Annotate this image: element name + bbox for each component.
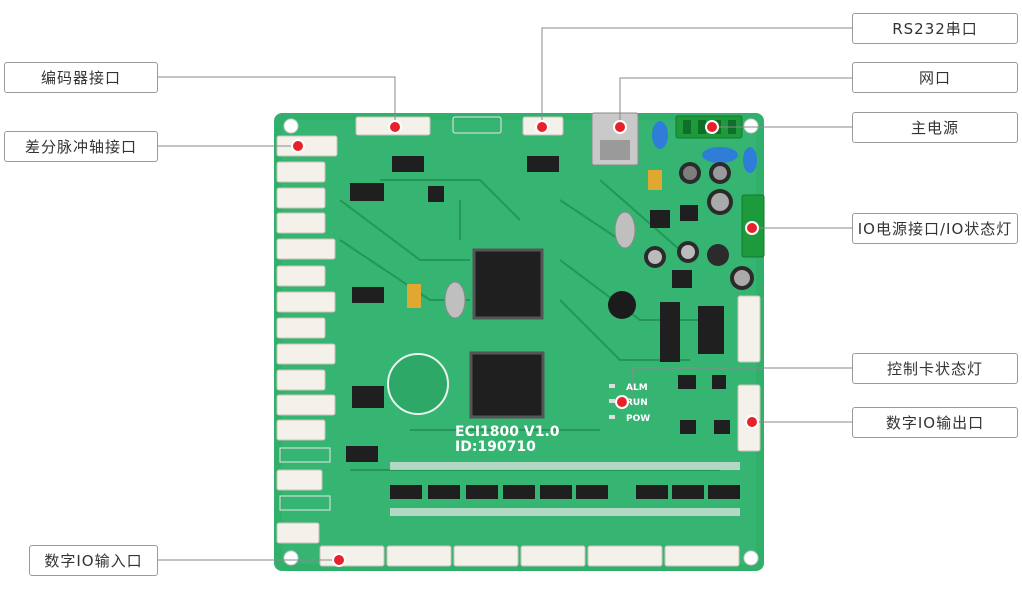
label-differential: 差分脉冲轴接口 <box>4 131 158 162</box>
label-digital-in: 数字IO输入口 <box>29 545 158 576</box>
label-encoder: 编码器接口 <box>4 62 158 93</box>
marker-rs232 <box>535 120 549 134</box>
left-connectors <box>276 135 338 544</box>
marker-digital-out <box>745 415 759 429</box>
board-model: ECI1800 V1.0 <box>455 424 560 440</box>
output-drivers <box>390 485 740 499</box>
bottom-connectors <box>319 545 740 567</box>
battery-holder <box>387 353 449 415</box>
label-network: 网口 <box>852 62 1018 93</box>
marker-digital-in <box>332 553 346 567</box>
label-io-power: IO电源接口/IO状态灯 <box>852 213 1018 244</box>
led-alm-label: ALM <box>626 383 648 393</box>
marker-differential <box>291 139 305 153</box>
marker-encoder <box>388 120 402 134</box>
left-ics <box>346 156 730 462</box>
capacitors <box>608 162 754 319</box>
mcu-chip-bottom <box>469 351 545 419</box>
pcb-board-inner <box>282 120 756 564</box>
led-pow-label: POW <box>626 414 650 424</box>
marker-network <box>613 120 627 134</box>
led-run-label: RUN <box>626 398 648 408</box>
label-digital-out: 数字IO输出口 <box>852 407 1018 438</box>
label-card-status: 控制卡状态灯 <box>852 353 1018 384</box>
marker-card-status <box>615 395 629 409</box>
label-main-power: 主电源 <box>852 112 1018 143</box>
marker-io-power <box>745 221 759 235</box>
mcu-chip-top <box>472 248 544 320</box>
label-rs232: RS232串口 <box>852 13 1018 44</box>
board-id: ID:190710 <box>455 439 536 455</box>
callout-markers <box>291 120 759 567</box>
marker-main-power <box>705 120 719 134</box>
